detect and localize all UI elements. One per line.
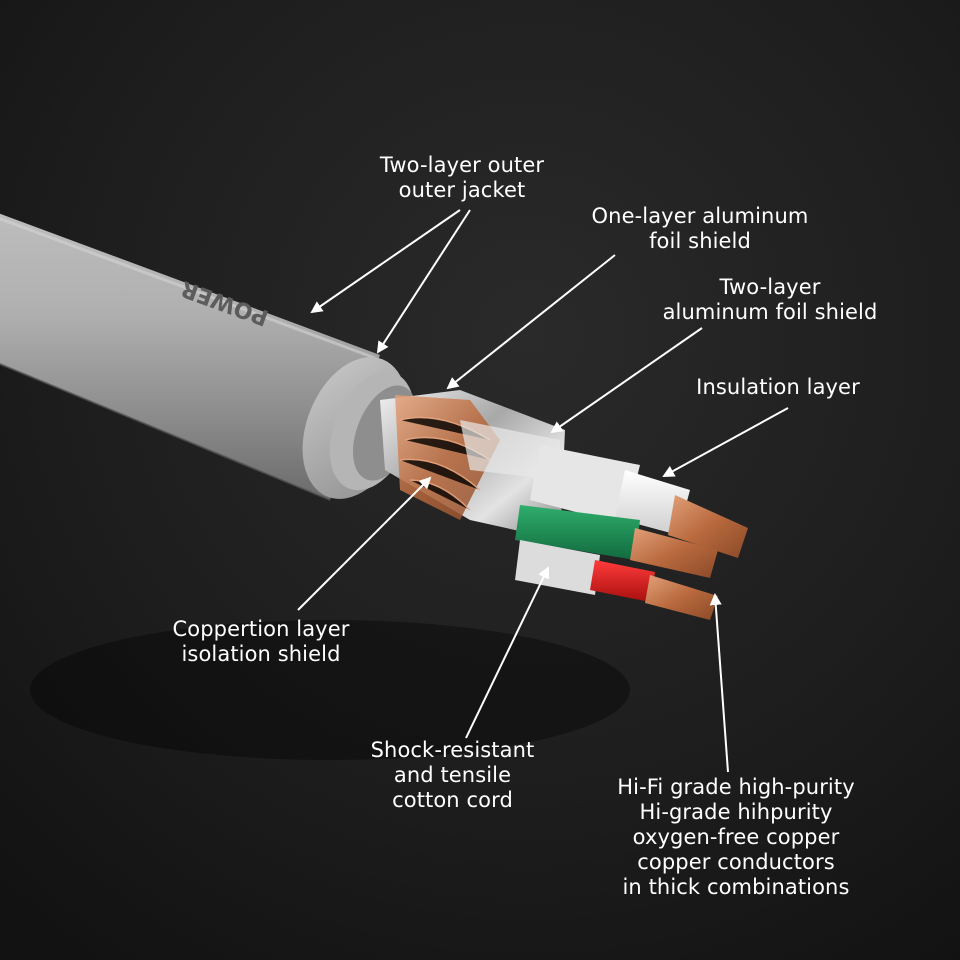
shield-bundle <box>380 390 565 540</box>
red-wire <box>515 540 718 620</box>
white-wire-conductor <box>668 495 748 558</box>
arrow-outer-jacket-a <box>310 209 461 314</box>
arrow-conductors <box>709 593 729 773</box>
callout-conductors-line2: Hi-grade hihpurity <box>639 800 833 824</box>
callout-outer-jacket-line2: outer jacket <box>398 178 526 202</box>
arrow-outer-jacket-b <box>376 209 471 354</box>
arrow-insulation <box>662 407 789 477</box>
red-wire-conductor <box>645 575 718 620</box>
callout-conductors-line5: in thick combinations <box>622 875 850 899</box>
callout-foil-two-line2: aluminum foil shield <box>662 300 878 324</box>
callout-cotton-cord-line2: and tensile <box>393 763 512 787</box>
callout-arrows <box>297 209 789 773</box>
callout-outer-jacket-line1: Two-layer outer <box>379 153 545 177</box>
callout-foil-one: One-layer aluminum foil shield <box>580 204 820 254</box>
arrow-foil-one <box>446 254 616 390</box>
callout-insulation-line1: Insulation layer <box>696 375 860 399</box>
callout-conductors: Hi-Fi grade high-purity Hi-grade hihpuri… <box>600 775 872 900</box>
callout-conductors-line1: Hi-Fi grade high-purity <box>617 775 855 799</box>
cotton-cord <box>515 540 600 595</box>
arrow-copper-shield <box>297 476 432 611</box>
green-wire <box>515 505 718 578</box>
green-wire-conductor <box>630 528 718 578</box>
callout-cotton-cord-line3: cotton cord <box>392 788 513 812</box>
callout-outer-jacket: Two-layer outer outer jacket <box>352 153 572 203</box>
callout-foil-two: Two-layer aluminum foil shield <box>650 275 890 325</box>
callout-foil-two-line1: Two-layer <box>719 275 821 299</box>
callout-copper-shield-line1: Coppertion layer <box>172 617 350 641</box>
arrow-foil-two <box>550 327 703 434</box>
callout-foil-one-line1: One-layer aluminum <box>591 204 809 228</box>
callout-copper-shield: Coppertion layer isolation shield <box>155 617 367 667</box>
callout-cotton-cord: Shock-resistant and tensile cotton cord <box>350 738 555 813</box>
callout-copper-shield-line2: isolation shield <box>181 642 341 666</box>
callout-cotton-cord-line1: Shock-resistant <box>370 738 535 762</box>
callout-conductors-line4: copper conductors <box>637 850 835 874</box>
callout-foil-one-line2: foil shield <box>649 229 751 253</box>
callout-insulation: Insulation layer <box>678 375 878 400</box>
arrow-cotton-cord <box>465 566 550 739</box>
cable-shadow <box>30 620 630 760</box>
white-wire <box>530 445 748 558</box>
callout-conductors-line3: oxygen-free copper <box>632 825 840 849</box>
